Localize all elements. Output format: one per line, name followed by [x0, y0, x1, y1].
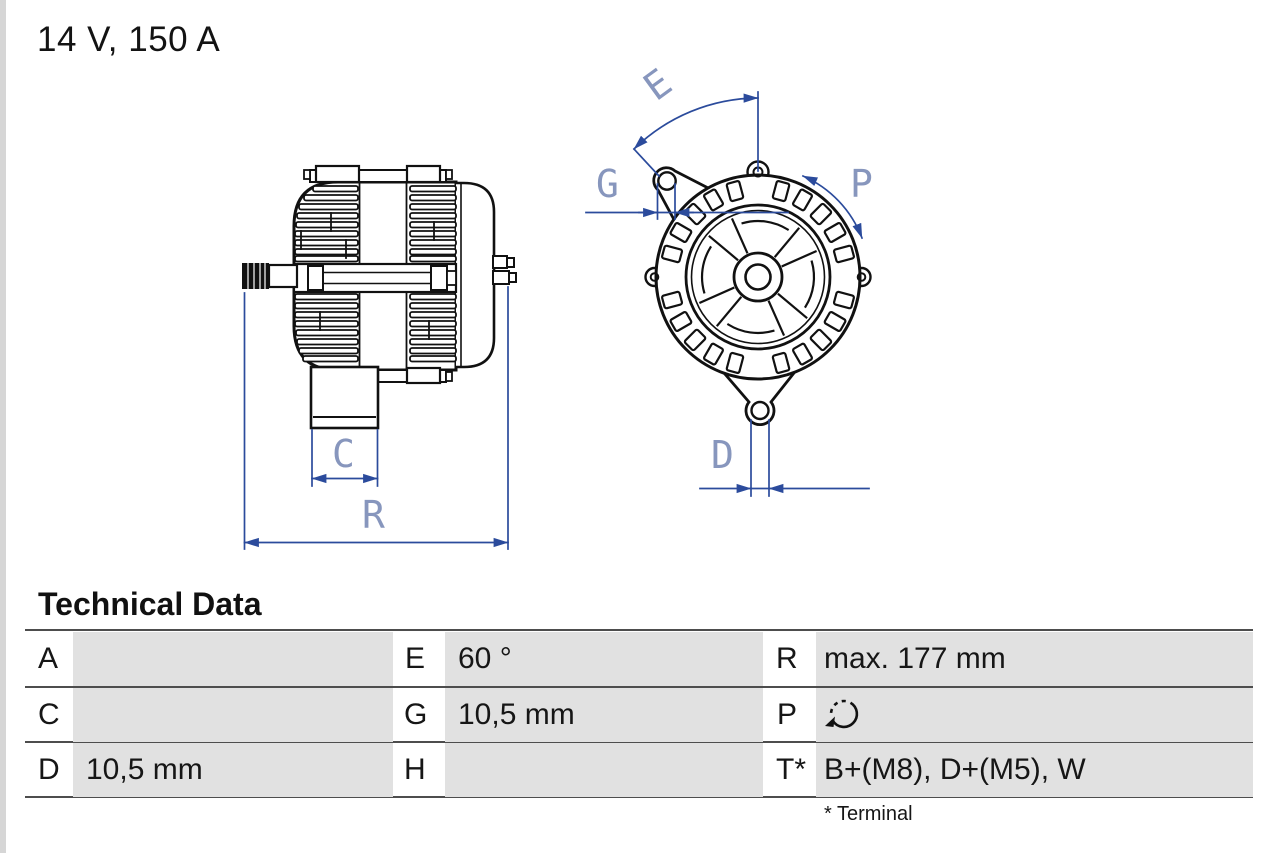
table-value-T: B+(M8), D+(M5), W — [824, 753, 1086, 786]
table-cell-bg — [816, 688, 1253, 742]
table-value-G: 10,5 mm — [458, 698, 575, 731]
terminal-footnote: * Terminal — [824, 803, 913, 825]
table-label-A: A — [38, 642, 59, 675]
through-bolt-strip — [292, 262, 458, 294]
dimension-label-d: D — [711, 433, 734, 477]
dimension-label-e: E — [635, 60, 679, 109]
mounting-bracket-bottom — [357, 366, 453, 385]
table-cell-bg — [445, 688, 763, 742]
table-cell-bg — [73, 688, 393, 742]
table-label-R: R — [776, 642, 798, 675]
dimension-lines — [243, 91, 870, 550]
table-cell-bg — [816, 743, 1253, 797]
table-value-P — [822, 688, 862, 742]
fan-ring-arcs — [700, 219, 816, 335]
table-cell-bg — [816, 632, 1253, 686]
mounting-foot — [309, 365, 380, 430]
table-label-H: H — [404, 753, 426, 786]
page-left-border — [0, 0, 6, 853]
bracket-hole — [750, 400, 770, 421]
rotation-direction-arrow — [801, 174, 864, 240]
table-cell-bg — [73, 743, 393, 797]
table-cell-bg — [445, 632, 763, 686]
dimension-label-g: G — [596, 162, 619, 206]
terminal-studs — [492, 255, 517, 285]
table-value-R: max. 177 mm — [824, 642, 1006, 675]
table-value-E: 60 ° — [458, 642, 512, 675]
cooling-fins-left — [294, 185, 359, 363]
cooling-fins-right — [409, 185, 457, 363]
table-label-G: G — [404, 698, 428, 731]
table-label-E: E — [405, 642, 426, 675]
dimension-label-c: C — [332, 432, 355, 476]
hub-hole — [744, 263, 772, 291]
table-label-D: D — [38, 753, 60, 786]
front-view-drawing — [644, 160, 872, 426]
dimension-label-r: R — [362, 493, 385, 537]
technical-drawing: C R E G P D — [242, 60, 873, 550]
mounting-bracket-top — [303, 164, 453, 184]
rating-title: 14 V, 150 A — [37, 20, 221, 59]
table-label-P: P — [777, 698, 798, 731]
side-view-drawing — [242, 164, 517, 430]
table-rule — [25, 629, 1253, 631]
lug-hole — [657, 171, 677, 191]
table-label-C: C — [38, 698, 60, 731]
table-cell-bg — [73, 632, 393, 686]
vent-slots — [661, 180, 855, 374]
table-rule — [25, 741, 1253, 743]
technical-data-heading: Technical Data — [38, 586, 262, 622]
fan-spokes — [698, 217, 818, 337]
dimension-label-p: P — [850, 162, 873, 206]
table-cell-bg — [445, 743, 763, 797]
table-rule — [25, 686, 1253, 688]
dimension-E-arc — [632, 93, 759, 151]
table-rule — [25, 796, 1253, 798]
drive-shaft — [242, 262, 299, 290]
table-label-T: T* — [776, 753, 806, 786]
table-value-D: 10,5 mm — [86, 753, 203, 786]
rotation-arrow-icon — [825, 699, 859, 729]
